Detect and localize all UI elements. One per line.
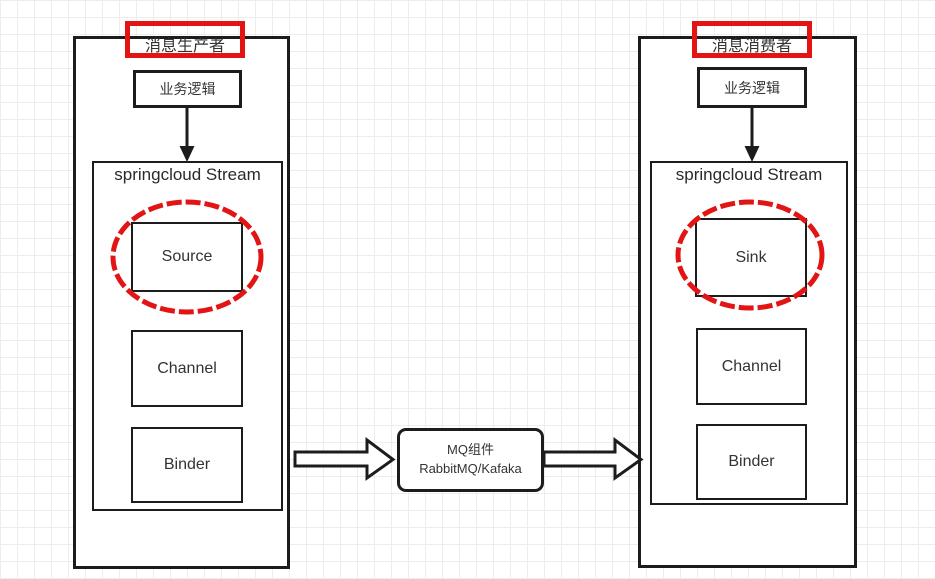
consumer-channel-label: Channel <box>721 357 782 375</box>
consumer-title-highlight-frame: 消息消费者 <box>692 21 812 58</box>
consumer-title: 消息消费者 <box>711 38 792 55</box>
producer-business-logic-label: 业务逻辑 <box>159 81 216 97</box>
consumer-sink-label: Sink <box>735 248 767 266</box>
producer-binder-box: Binder <box>131 427 243 503</box>
producer-title: 消息生产者 <box>144 38 225 55</box>
producer-source-label: Source <box>161 248 213 265</box>
producer-title-highlight-frame: 消息生产者 <box>125 21 245 58</box>
mq-label-line2: RabbitMQ/Kafaka <box>419 461 522 476</box>
mq-label-line1: MQ组件 <box>447 442 494 458</box>
producer-stream-label: springcloud Stream <box>114 165 261 184</box>
consumer-sink-box: Sink <box>695 218 807 297</box>
producer-channel-label: Channel <box>157 359 217 377</box>
producer-binder-label: Binder <box>163 456 211 473</box>
producer-source-box: Source <box>131 222 243 292</box>
consumer-stream-label: springcloud Stream <box>675 165 823 184</box>
consumer-binder-box: Binder <box>696 424 807 500</box>
consumer-binder-label: Binder <box>728 453 775 470</box>
producer-channel-box: Channel <box>131 330 243 407</box>
consumer-business-logic-box: 业务逻辑 <box>697 67 807 108</box>
consumer-channel-box: Channel <box>696 328 807 405</box>
producer-to-mq-arrow-icon <box>293 437 396 481</box>
producer-business-logic-box: 业务逻辑 <box>133 70 242 108</box>
mq-component-box: MQ组件 RabbitMQ/Kafaka <box>397 428 544 492</box>
consumer-business-logic-label: 业务逻辑 <box>724 79 780 96</box>
mq-to-consumer-arrow-icon <box>542 437 644 481</box>
